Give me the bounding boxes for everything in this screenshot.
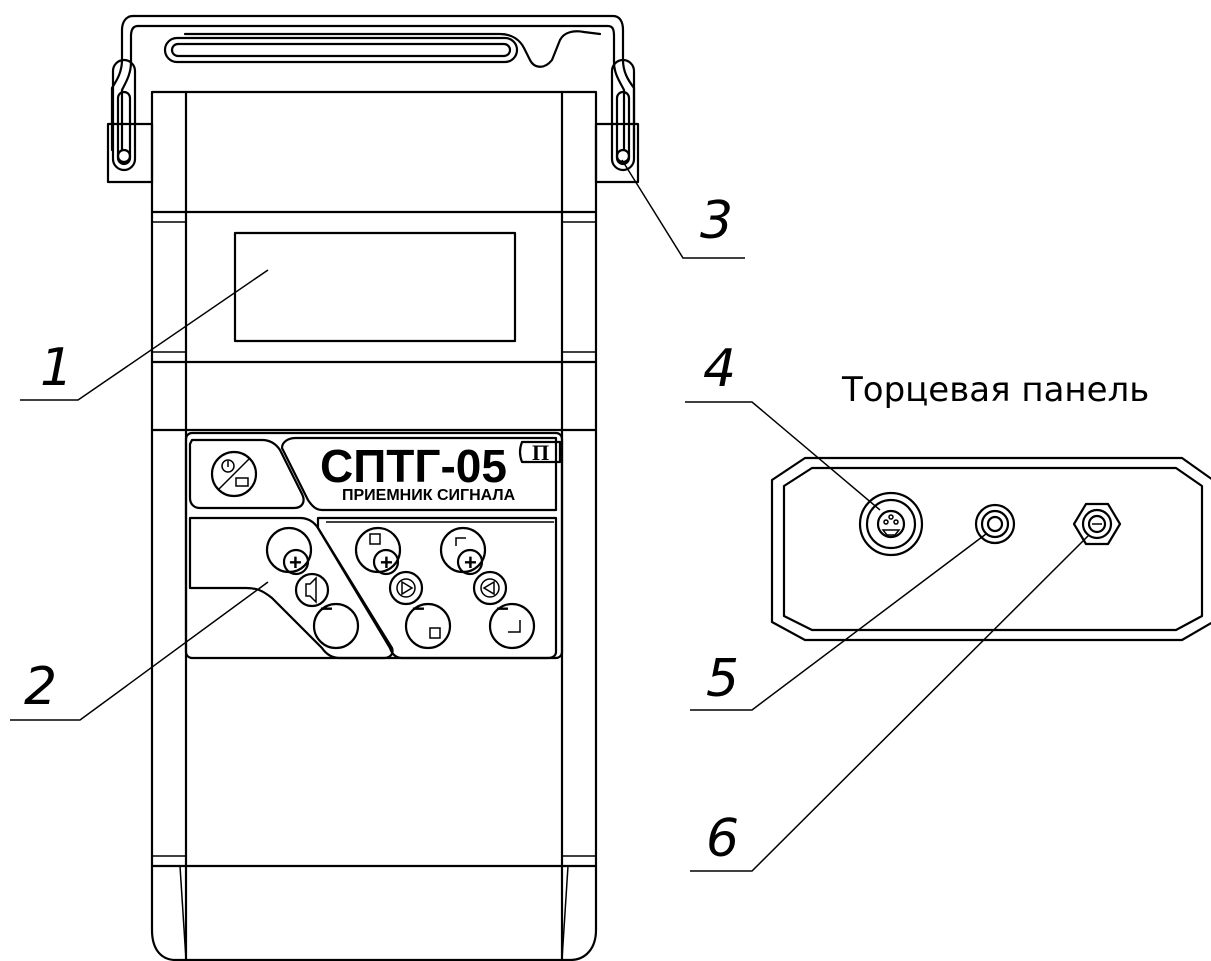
callout-5: 5: [706, 649, 739, 709]
forward-icon: [455, 537, 466, 546]
device-body: [150, 90, 598, 961]
play-icon: [401, 580, 414, 596]
svg-text:+: +: [464, 550, 477, 575]
down-minus-button[interactable]: −: [404, 596, 452, 650]
power-icon: [221, 459, 235, 473]
svg-text:П: П: [532, 440, 549, 465]
svg-text:−: −: [412, 596, 425, 621]
svg-text:+: +: [289, 550, 302, 575]
carrying-handle: [106, 14, 640, 184]
volume-plus-button[interactable]: +: [265, 526, 313, 576]
callout-4: 4: [703, 339, 736, 399]
connector-5: [974, 503, 1016, 545]
connector-6: [1072, 502, 1122, 546]
power-menu-button[interactable]: [210, 450, 258, 498]
svg-text:+: +: [380, 550, 393, 575]
right-latch: [610, 58, 636, 172]
enter-icon: [508, 620, 521, 633]
enter-minus-button[interactable]: −: [488, 596, 536, 650]
display-screen: [233, 231, 517, 343]
play-button[interactable]: [388, 570, 424, 606]
manufacturer-logo: П: [518, 440, 562, 465]
callout-1: 1: [40, 338, 73, 398]
end-panel-title: Торцевая панель: [841, 370, 1149, 410]
device-subtitle: ПРИЕМНИК СИГНАЛА: [342, 487, 516, 504]
callout-leaders: [10, 159, 1089, 872]
up-plus-button[interactable]: +: [354, 526, 402, 576]
svg-text:−: −: [320, 596, 333, 621]
device-model: СПТГ-05: [320, 440, 507, 492]
volume-minus-button[interactable]: −: [312, 596, 360, 650]
back-icon: [482, 580, 495, 596]
control-panel: [184, 431, 564, 660]
up-icon: [369, 533, 381, 545]
folder-icon: [235, 477, 249, 487]
svg-text:−: −: [496, 596, 509, 621]
connector-4: [858, 491, 924, 557]
callout-3: 3: [700, 191, 733, 251]
forward-plus-button[interactable]: +: [439, 526, 487, 576]
speaker-icon: [305, 576, 317, 604]
volume-button[interactable]: [294, 572, 330, 608]
down-icon: [429, 627, 441, 639]
callout-6: 6: [706, 809, 739, 869]
left-latch: [111, 58, 137, 172]
end-panel: [770, 456, 1211, 642]
back-button[interactable]: [472, 570, 508, 606]
callout-2: 2: [24, 657, 57, 717]
